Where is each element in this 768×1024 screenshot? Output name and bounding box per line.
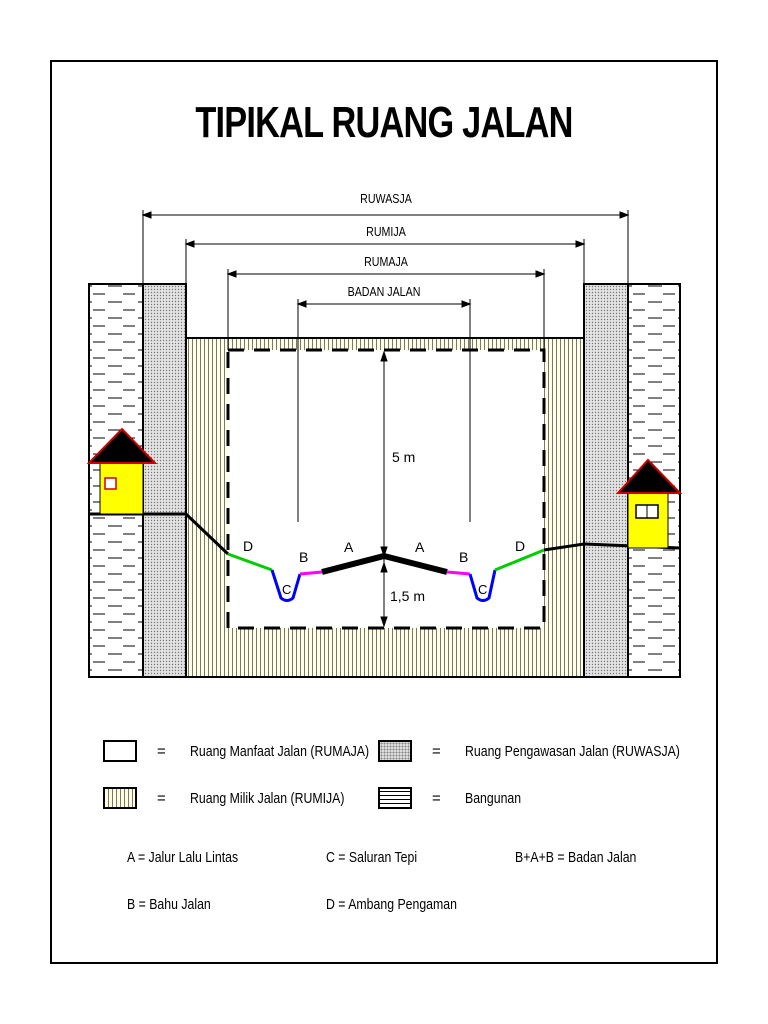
key-a: A = Jalur Lalu Lintas xyxy=(127,849,239,866)
letter-d-left: D xyxy=(243,538,253,554)
legend-ruwasja: = Ruang Pengawasan Jalan (RUWASJA) xyxy=(378,740,727,762)
safety-d-right xyxy=(494,548,545,572)
label-height-1-5m: 1,5 m xyxy=(390,588,425,604)
ruwasja-right xyxy=(583,283,629,678)
height-dimension xyxy=(380,350,388,628)
shoulder-b-left xyxy=(299,570,323,576)
legend-rumaja: = Ruang Manfaat Jalan (RUMAJA) xyxy=(103,740,408,762)
letter-a-left: A xyxy=(344,539,354,555)
legend-swatch-ruwasja xyxy=(378,740,412,762)
key-b: B = Bahu Jalan xyxy=(127,896,211,913)
lane-a-left xyxy=(321,553,385,575)
letter-b-right: B xyxy=(459,549,468,565)
dimension-rumija xyxy=(184,239,586,338)
cross-section-diagram: RUWASJA RUMIJA RUMAJA BADAN JALAN 5 m 1,… xyxy=(86,191,683,678)
label-badan-jalan: BADAN JALAN xyxy=(348,284,421,299)
safety-d-left xyxy=(227,552,273,572)
dimension-rumaja xyxy=(226,269,546,350)
diagram-frame xyxy=(50,60,718,964)
label-rumija: RUMIJA xyxy=(366,224,406,239)
label-height-5m: 5 m xyxy=(392,449,415,465)
legend-label-rumija: Ruang Milik Jalan (RUMIJA) xyxy=(189,789,345,807)
page-title: TIPIKAL RUANG JALAN xyxy=(195,98,573,147)
legend-eq: = xyxy=(432,742,441,760)
legend-swatch-bangunan xyxy=(378,787,412,809)
lane-a-right xyxy=(383,553,448,575)
shoulder-b-right xyxy=(446,570,471,576)
legend-swatch-rumaja xyxy=(103,740,137,762)
key-c: C = Saluran Tepi xyxy=(326,849,418,866)
rumaja-box xyxy=(226,348,546,630)
legend-label-ruwasja: Ruang Pengawasan Jalan (RUWASJA) xyxy=(464,742,680,760)
legend-eq: = xyxy=(157,742,166,760)
house-left-icon xyxy=(86,427,158,515)
letter-d-right: D xyxy=(515,538,525,554)
legend-eq: = xyxy=(157,789,166,807)
ruwasja-left xyxy=(142,283,187,678)
key-bab: B+A+B = Badan Jalan xyxy=(515,849,637,866)
letter-b-left: B xyxy=(299,549,308,565)
house-right-icon xyxy=(615,458,683,549)
legend-label-bangunan: Bangunan xyxy=(464,789,521,807)
legend-bangunan: = Bangunan xyxy=(378,787,533,809)
legend-swatch-rumija xyxy=(103,787,137,809)
channel-c-left xyxy=(270,569,302,602)
dimension-ruwasja xyxy=(141,210,630,284)
legend-rumija: = Ruang Milik Jalan (RUMIJA) xyxy=(103,787,378,809)
dimension-badan-jalan xyxy=(296,299,472,522)
legend-label-rumaja: Ruang Manfaat Jalan (RUMAJA) xyxy=(189,742,369,760)
channel-c-right xyxy=(468,569,497,602)
letter-a-right: A xyxy=(415,539,425,555)
key-d: D = Ambang Pengaman xyxy=(326,896,457,913)
letter-c-left: C xyxy=(282,582,291,597)
letter-c-right: C xyxy=(478,582,487,597)
label-ruwasja: RUWASJA xyxy=(360,191,412,206)
legend-eq: = xyxy=(432,789,441,807)
label-rumaja: RUMAJA xyxy=(364,254,408,269)
